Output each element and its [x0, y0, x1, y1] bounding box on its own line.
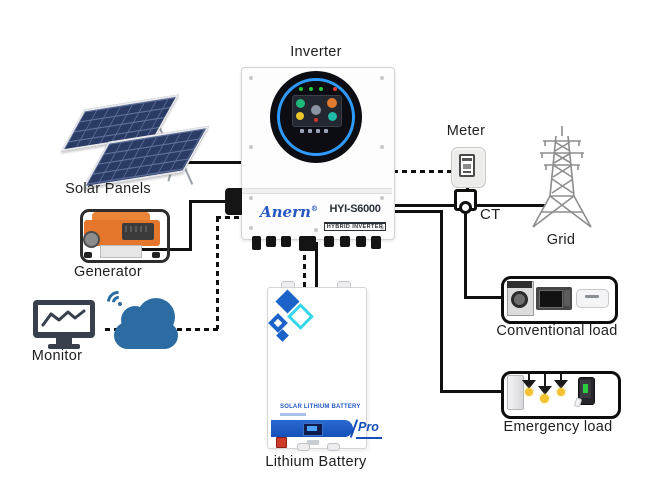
inverter-model-block: HYI-S6000 HYBRID INVERTER: [322, 203, 388, 233]
generator-control-panel: [122, 223, 154, 240]
wire-cloud-to-inverter-dashed-h: [216, 216, 242, 219]
inverter-button-2: [308, 129, 312, 133]
wire-emergency-v: [440, 210, 443, 393]
wire-generator-h1: [133, 248, 192, 251]
wire-emergency-h1: [392, 210, 443, 213]
inverter-seam: [242, 188, 392, 194]
wire-generator-v: [189, 200, 192, 251]
lithium-battery-label: Lithium Battery: [265, 454, 367, 470]
led-green-1: [299, 87, 303, 91]
wire-generator-h2: [189, 200, 230, 203]
air-conditioner-icon: [576, 289, 609, 308]
registered-mark: ®: [310, 204, 318, 213]
inverter-model-name: HYI-S6000: [329, 203, 381, 215]
pendant-lamps-icon: [528, 373, 530, 380]
monitor-screen: [38, 305, 90, 332]
wire-emergency-h2: [440, 390, 504, 393]
generator-label: Generator: [74, 264, 142, 280]
inverter-model-type: HYBRID INVERTER: [323, 222, 387, 231]
inverter-button-4: [324, 129, 328, 133]
battery-panel-title: SOLAR LITHIUM BATTERY: [280, 404, 361, 410]
trend-line-icon: [41, 309, 86, 327]
battery-subtitle-bar: [280, 413, 306, 416]
solar-panels-label: Solar Panels: [65, 181, 151, 197]
wire-meter-to-ct: [466, 184, 469, 192]
wire-solar-to-inverter: [160, 161, 242, 164]
refrigerator-icon: [507, 375, 524, 410]
monitor-label: Monitor: [31, 348, 83, 364]
inverter-button-1: [300, 129, 304, 133]
grid-label: Grid: [546, 232, 576, 248]
battery-pro-badge: Pro: [358, 420, 379, 434]
led-green-3: [319, 87, 323, 91]
generator-alternator: [83, 231, 100, 248]
led-red: [333, 87, 337, 91]
led-green-2: [309, 87, 313, 91]
meter-label: Meter: [446, 123, 486, 139]
battery-power-switch: [276, 437, 287, 448]
inverter-side-connector: [225, 188, 242, 215]
phone-battery-indicator: [583, 384, 588, 393]
inverter-button-3: [316, 129, 320, 133]
generator-icon: [80, 209, 170, 263]
wire-ct-to-load-h: [464, 296, 504, 299]
conventional-load-label: Conventional load: [496, 323, 618, 339]
battery-brand-mark: [307, 440, 319, 445]
inverter-label: Inverter: [290, 44, 342, 60]
inverter-display-ring: [277, 78, 355, 156]
ct-label: CT: [480, 206, 501, 223]
wire-ct-to-load-v: [464, 211, 467, 299]
wire-inverter-to-meter-dashed: [393, 170, 452, 173]
grid-tower-icon: [532, 126, 592, 228]
inverter-brand-logo: Anern®: [260, 203, 318, 221]
ct-clamp-ring: [459, 201, 472, 214]
wire-cloud-to-inverter-dashed-v: [216, 217, 219, 329]
emergency-load-label: Emergency load: [503, 419, 613, 435]
wire-inverter-to-battery-solid: [315, 242, 318, 288]
inverter-battery-port: [299, 236, 316, 251]
wire-inverter-to-battery-dashed: [303, 246, 306, 288]
